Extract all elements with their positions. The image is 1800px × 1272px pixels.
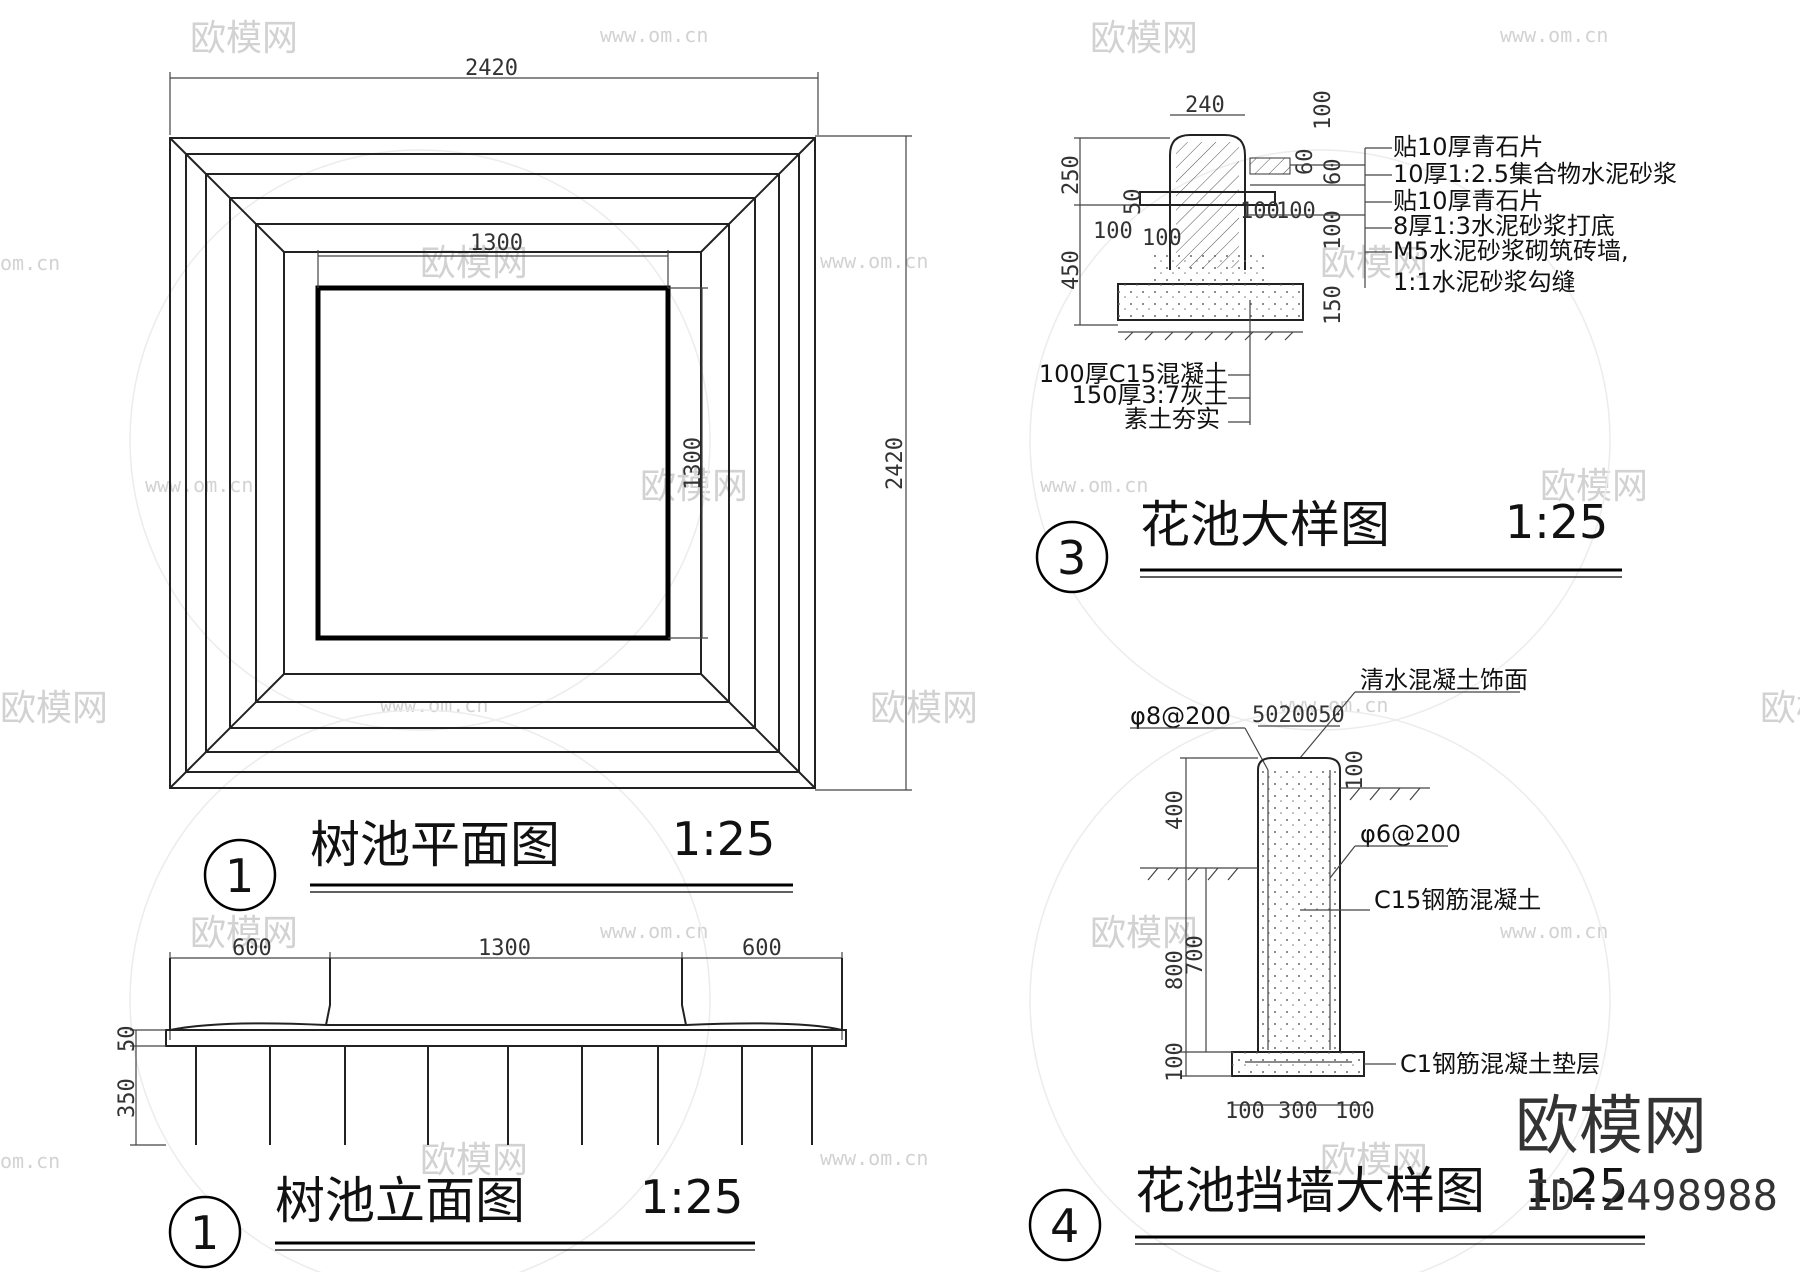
planter-base-1: 100厚C15混凝土 [1039,360,1228,388]
watermark-url: www.om.cn [145,473,253,497]
dim-elev-base: 350 [115,1078,140,1118]
asset-id: ID:2498988 [1525,1171,1778,1220]
dim-d50: 50 [1121,189,1146,216]
brand-logo: 欧模网 [1515,1090,1707,1164]
dim-d100c: 100 [1240,199,1280,224]
watermark-brand: 欧模网 [420,1140,528,1181]
watermark-url: www.om.cn [820,249,928,273]
planter-note-4: 8厚1:3水泥砂浆打底 [1393,212,1615,240]
planter-note-1: 贴10厚青石片 [1393,133,1544,161]
wall-detail: 清水混凝土饰面 5020050 φ8@200 φ6@200 C15钢筋混凝土 C… [1028,666,1645,1262]
dim-d100b: 100 [1142,226,1182,251]
dim-wall-h100b: 100 [1163,1042,1188,1082]
watermark-url: www.om.cn [600,23,708,47]
wall-scale: 1:25 [1525,1159,1628,1213]
watermark-brand: 欧模网 [1320,243,1428,284]
planter-note-2: 10厚1:2.5集合物水泥砂浆 [1393,160,1677,188]
watermark-brand: 欧模网 [1090,913,1198,954]
watermark-url: www.om.cn [820,1146,928,1170]
planter-note-6: 1:1水泥砂浆勾缝 [1393,268,1576,296]
planter-scale: 1:25 [1505,495,1608,549]
wall-note-rebar-b: φ6@200 [1360,820,1461,848]
wall-note-finish: 清水混凝土饰面 [1360,666,1528,694]
planter-detail: 240 250 450 50 100 100 100 100 60 60 100… [1035,90,1677,594]
dim-inner-width: 1300 [470,231,523,256]
wall-note-concrete: C15钢筋混凝土 [1374,886,1541,914]
wall-note-cushion: C1钢筋混凝土垫层 [1400,1050,1600,1078]
watermark-brand: 欧模网 [1090,18,1198,59]
watermark-url: om.cn [0,251,60,275]
dim-wall-h100: 100 [1343,750,1368,790]
dim-elev-middle: 1300 [478,936,531,961]
dim-d150: 150 [1321,285,1346,325]
plan-scale: 1:25 [672,812,775,866]
planter-title: 花池大样图 [1140,496,1390,554]
watermark-url: om.cn [0,1149,60,1173]
dim-wall-h700: 700 [1183,935,1208,975]
dim-wall-h800: 800 [1163,950,1188,990]
dim-d100e: 100 [1311,90,1336,130]
elevation-view: 600 1300 600 50 350 1 树池立面图 1:25 [115,936,847,1269]
watermark-url: www.om.cn [1040,473,1148,497]
dim-wall-b2: 300 [1278,1099,1318,1124]
planter-note-5: M5水泥砂浆砌筑砖墙, [1393,237,1629,265]
elevation-title: 树池立面图 [275,1172,525,1230]
dim-wall-b3: 100 [1335,1099,1375,1124]
wall-title: 花池挡墙大样图 [1135,1162,1485,1220]
watermark-brand: 欧模网 [190,913,298,954]
planter-note-3: 贴10厚青石片 [1393,187,1544,215]
dim-outer-height: 2420 [883,437,908,490]
dim-d60b: 60 [1321,159,1346,186]
plan-view: 2420 2420 1300 1300 1 树池平面图 1:25 [169,56,912,912]
watermark-url: www.om.cn [600,919,708,943]
dim-elev-left: 600 [232,936,272,961]
dim-d100f: 100 [1321,210,1346,250]
watermark-brand: 欧模网 [190,18,298,59]
dim-wall-h400: 400 [1163,790,1188,830]
plan-number: 1 [225,849,254,903]
watermark-brand: 欧模网 [420,243,528,284]
dim-outer-width: 2420 [465,56,518,81]
elevation-number: 1 [190,1206,219,1260]
wall-number: 4 [1050,1199,1079,1253]
planter-number: 3 [1057,531,1086,585]
dim-elev-right: 600 [742,936,782,961]
dim-wall-b1: 100 [1225,1099,1265,1124]
planter-base-3: 素土夯实 [1124,405,1220,433]
dim-d60a: 60 [1293,149,1318,176]
watermark-brand: 欧模网 [1760,688,1800,729]
dim-wall-top: 5020050 [1252,703,1345,728]
watermark-brand: 欧模网 [870,688,978,729]
watermark-brand: 欧模网 [1320,1140,1428,1181]
dim-h250: 250 [1059,155,1084,195]
watermark-url: www.om.cn [1280,693,1388,717]
dim-d100a: 100 [1093,219,1133,244]
plan-title: 树池平面图 [310,816,560,874]
watermark-url: www.om.cn [380,693,488,717]
elevation-scale: 1:25 [640,1170,743,1224]
watermark-brand: 欧模网 [1540,466,1648,507]
watermark-brand: 欧模网 [0,688,108,729]
watermark-url: www.om.cn [1500,919,1608,943]
watermark-layer: 欧模网 www.om.cn 欧模网 www.om.cn om.cn 欧模网 ww… [0,18,1800,1272]
brand-stamp: 欧模网 ID:2498988 [1515,1090,1778,1220]
dim-elev-cap: 50 [115,1026,140,1053]
planter-base-2: 150厚3:7灰土 [1072,381,1228,409]
dim-d100d: 100 [1276,199,1316,224]
dim-h450: 450 [1059,250,1084,290]
dim-inner-height: 1300 [681,437,706,490]
wall-note-rebar-a: φ8@200 [1130,702,1231,730]
watermark-url: www.om.cn [1500,23,1608,47]
watermark-brand: 欧模网 [640,466,748,507]
dim-top-width: 240 [1185,93,1225,118]
